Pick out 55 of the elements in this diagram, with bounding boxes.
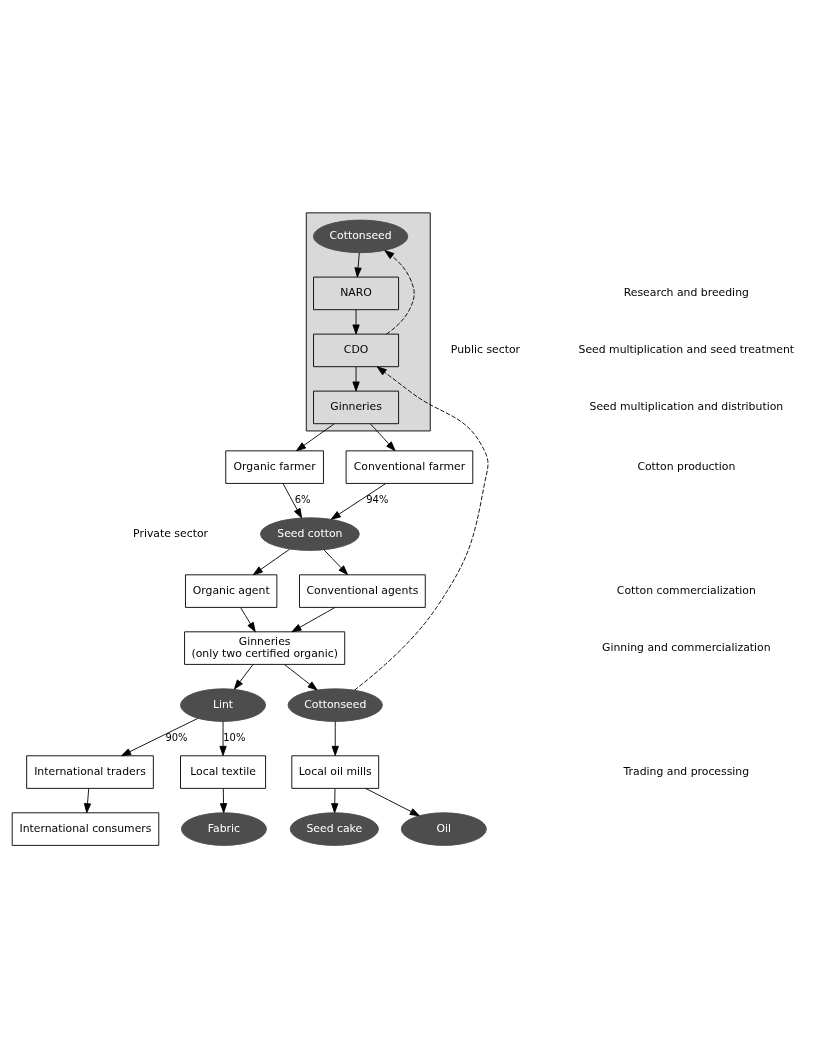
- edge-label: 10%: [223, 732, 246, 744]
- label: Trading and processing: [623, 764, 750, 778]
- arrow: [234, 664, 254, 690]
- arrow: [296, 423, 335, 452]
- node-box: International consumers: [11, 812, 160, 846]
- arrow: [121, 717, 199, 757]
- arrow: [83, 788, 92, 814]
- arrow: [252, 548, 291, 576]
- node-box: Organic farmer: [225, 450, 324, 484]
- arrow: [354, 366, 489, 691]
- node-ellipse: Oil: [400, 812, 487, 846]
- arrow: [284, 664, 318, 691]
- arrow: [365, 788, 420, 817]
- node-ellipse: Fabric: [180, 812, 267, 846]
- arrow: [323, 549, 348, 576]
- edge-label: 6%: [294, 494, 311, 506]
- arrow: [291, 607, 336, 633]
- edge-label: 94%: [366, 494, 389, 506]
- node-ellipse: Lint: [180, 688, 266, 722]
- node-box: Organic agent: [185, 574, 278, 608]
- node-box: Conventional agents: [299, 574, 426, 608]
- arrow: [352, 309, 360, 335]
- arrow: [219, 788, 228, 814]
- label: Ginning and commercialization: [602, 640, 771, 654]
- label: Cotton production: [637, 459, 736, 473]
- node-ellipse: Seed cake: [289, 812, 379, 846]
- arrow: [282, 483, 303, 519]
- label: Seed multiplication and seed treatment: [578, 343, 795, 357]
- node-ellipse: Cottonseed: [312, 219, 409, 254]
- arrow: [384, 250, 415, 335]
- label: Research and breeding: [623, 286, 749, 300]
- node-ellipse: Seed cotton: [260, 517, 360, 551]
- node-box: Local oil mills: [291, 755, 380, 789]
- arrow: [240, 607, 256, 633]
- node-ellipse: Cottonseed: [287, 688, 383, 722]
- label: Private sector: [133, 526, 208, 540]
- node-box: Conventional farmer: [345, 450, 474, 484]
- node-box: Ginneries (only two certified organic): [184, 631, 346, 665]
- arrow: [219, 721, 227, 756]
- edge-label: 90%: [165, 732, 188, 744]
- node-box: NARO: [313, 276, 400, 311]
- node-box: CDO: [313, 333, 400, 368]
- node-box: Local textile: [180, 755, 266, 789]
- node-box: International traders: [26, 755, 154, 789]
- label: Seed multiplication and distribution: [589, 400, 784, 414]
- label: Cotton commercialization: [616, 583, 756, 597]
- node-box: Ginneries: [313, 390, 400, 425]
- arrow: [354, 252, 362, 278]
- arrow: [331, 721, 339, 756]
- arrow: [352, 366, 360, 392]
- cluster: [305, 212, 431, 432]
- arrow: [369, 423, 396, 452]
- arrow: [330, 483, 387, 520]
- label: Public sector: [450, 343, 521, 357]
- arrow: [331, 788, 339, 814]
